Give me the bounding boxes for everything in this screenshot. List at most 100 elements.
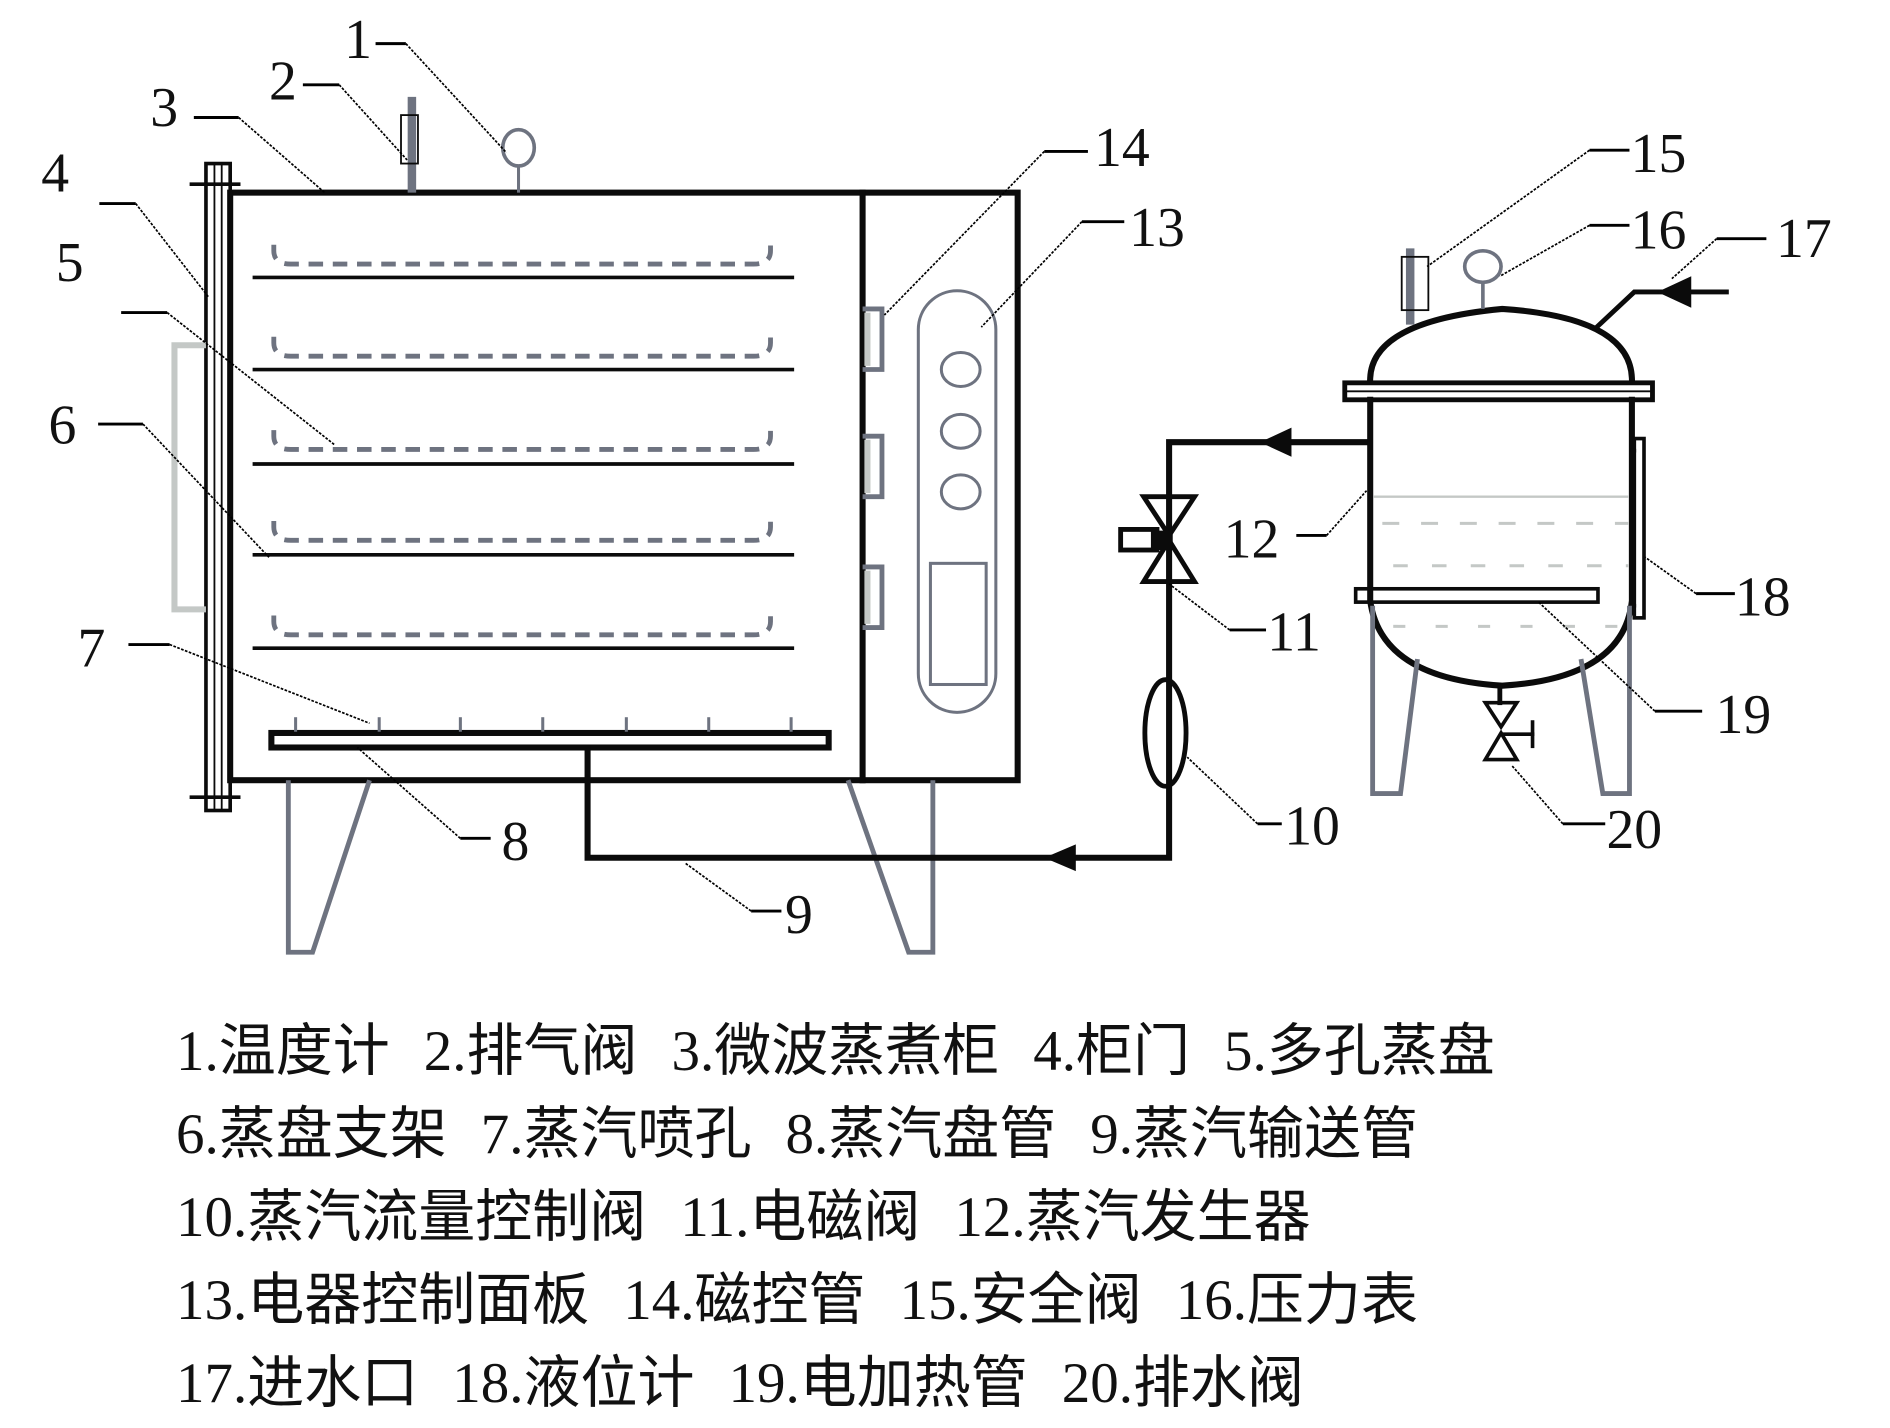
electric-heater <box>1353 586 1600 604</box>
legend-item-number: 10. <box>176 1186 248 1249</box>
cabinet-door <box>189 161 241 813</box>
callout-10: 10 <box>1284 795 1340 857</box>
legend-item-number: 14. <box>623 1269 695 1332</box>
legend-row: 1.温度计 2.排气阀 3.微波蒸煮柜 4.柜门 5.多孔蒸盘 <box>176 1010 1776 1093</box>
legend-item-number: 5. <box>1224 1020 1267 1083</box>
safety-valve-icon <box>1400 248 1430 325</box>
legend-item-number: 17. <box>176 1352 248 1415</box>
legend-item-label: 液位计 <box>523 1352 695 1415</box>
callout-1: 1 <box>344 9 372 71</box>
legend-item-label: 电器控制面板 <box>247 1269 590 1332</box>
legend-item-number: 11. <box>680 1186 750 1249</box>
legend-item-label: 电加热管 <box>799 1352 1028 1415</box>
legend-item-number: 7. <box>480 1103 524 1166</box>
legend-item-label: 温度计 <box>218 1020 390 1083</box>
legend-item-number: 2. <box>423 1020 467 1083</box>
legend-item: 17.进水口 <box>176 1352 418 1415</box>
legend-item-label: 安全阀 <box>970 1269 1142 1332</box>
legend-item-label: 排气阀 <box>466 1020 638 1083</box>
magnetron <box>862 306 885 372</box>
legend-item: 10.蒸汽流量控制阀 <box>176 1186 646 1249</box>
legend-item-label: 进水口 <box>247 1352 419 1415</box>
legend-item: 2.排气阀 <box>424 1020 638 1083</box>
flow-arrow-icon <box>1259 427 1292 457</box>
callout-18: 18 <box>1735 566 1791 628</box>
legend-item: 20.排水阀 <box>1062 1352 1304 1415</box>
legend-item-label: 蒸汽盘管 <box>828 1103 1057 1166</box>
legend-item-number: 19. <box>728 1352 800 1415</box>
legend-item: 11.电磁阀 <box>680 1186 920 1249</box>
callout-11: 11 <box>1267 602 1321 664</box>
perforated-tray <box>271 615 773 638</box>
legend-item-label: 电磁阀 <box>749 1186 921 1249</box>
callout-2: 2 <box>269 50 297 112</box>
legend-item-number: 20. <box>1061 1352 1133 1415</box>
legend-item: 1.温度计 <box>176 1020 390 1083</box>
steam-generator <box>1342 305 1655 689</box>
generator-legs <box>1370 605 1632 796</box>
legend-item-label: 蒸汽喷孔 <box>523 1103 752 1166</box>
legend-item-label: 微波蒸煮柜 <box>714 1020 1000 1083</box>
level-gauge <box>1630 436 1646 620</box>
flow-arrow-icon <box>1657 276 1692 308</box>
legend-row: 10.蒸汽流量控制阀 11.电磁阀 12.蒸汽发生器 <box>176 1176 1776 1259</box>
legend-item: 15.安全阀 <box>900 1269 1142 1332</box>
control-knob-icon <box>939 351 982 388</box>
legend-item-label: 压力表 <box>1247 1269 1418 1332</box>
callout-5: 5 <box>56 232 84 294</box>
legend-item-number: 1. <box>176 1020 219 1083</box>
legend-item-number: 16. <box>1175 1269 1247 1332</box>
legend-item-label: 柜门 <box>1076 1020 1190 1083</box>
display-screen <box>928 561 988 687</box>
perforated-tray <box>271 430 773 452</box>
legend-item: 8.蒸汽盘管 <box>786 1103 1057 1166</box>
callout-20: 20 <box>1606 799 1662 861</box>
legend-item: 5.多孔蒸盘 <box>1224 1020 1495 1083</box>
callout-12: 12 <box>1224 508 1280 570</box>
legend-item: 16.压力表 <box>1176 1269 1418 1332</box>
callout-3: 3 <box>150 77 178 139</box>
exhaust-valve-icon <box>400 96 419 193</box>
legend-item-number: 12. <box>954 1186 1026 1249</box>
legend-item: 4.柜门 <box>1033 1020 1190 1083</box>
legend-item: 13.电器控制面板 <box>176 1269 589 1332</box>
legend-item-label: 蒸汽流量控制阀 <box>247 1186 647 1249</box>
callout-15: 15 <box>1631 123 1687 185</box>
legend-item: 7.蒸汽喷孔 <box>481 1103 752 1166</box>
cabinet-legs <box>285 779 936 955</box>
steam-trays <box>252 244 795 650</box>
steam-nozzles <box>294 717 793 732</box>
legend-item: 14.磁控管 <box>623 1269 865 1332</box>
legend-item: 12.蒸汽发生器 <box>954 1186 1310 1249</box>
pressure-gauge-icon <box>1462 248 1503 309</box>
legend-item: 6.蒸盘支架 <box>176 1103 447 1166</box>
perforated-tray <box>271 244 773 267</box>
control-knob-icon <box>939 473 982 511</box>
control-knob-icon <box>939 412 982 450</box>
legend-item-number: 6. <box>176 1103 219 1166</box>
legend-item-number: 3. <box>671 1020 715 1083</box>
control-panel <box>916 289 998 714</box>
flow-control-valve-icon <box>1142 677 1189 789</box>
cabinet <box>227 189 1021 784</box>
legend-item-label: 蒸汽发生器 <box>1025 1186 1311 1249</box>
legend-item-label: 磁控管 <box>694 1269 866 1332</box>
perforated-tray <box>271 520 773 543</box>
flow-arrow-icon <box>1044 844 1076 872</box>
door-handle <box>171 342 206 613</box>
legend-item-label: 排水阀 <box>1133 1352 1304 1415</box>
legend: 1.温度计 2.排气阀 3.微波蒸煮柜 4.柜门 5.多孔蒸盘 6.蒸盘支架 7.蒸汽喷孔 8… <box>176 1010 1776 1425</box>
magnetron <box>862 564 885 630</box>
callout-17: 17 <box>1776 208 1832 270</box>
legend-item-number: 4. <box>1033 1020 1076 1083</box>
legend-item-number: 15. <box>899 1269 971 1332</box>
cabinet-body <box>227 189 1021 784</box>
callout-leaders <box>98 42 1767 913</box>
steam-transport-pipe <box>584 427 1373 872</box>
callout-8: 8 <box>502 811 530 873</box>
legend-item-number: 8. <box>785 1103 829 1166</box>
legend-item: 18.液位计 <box>452 1352 694 1415</box>
callout-4: 4 <box>41 142 69 204</box>
